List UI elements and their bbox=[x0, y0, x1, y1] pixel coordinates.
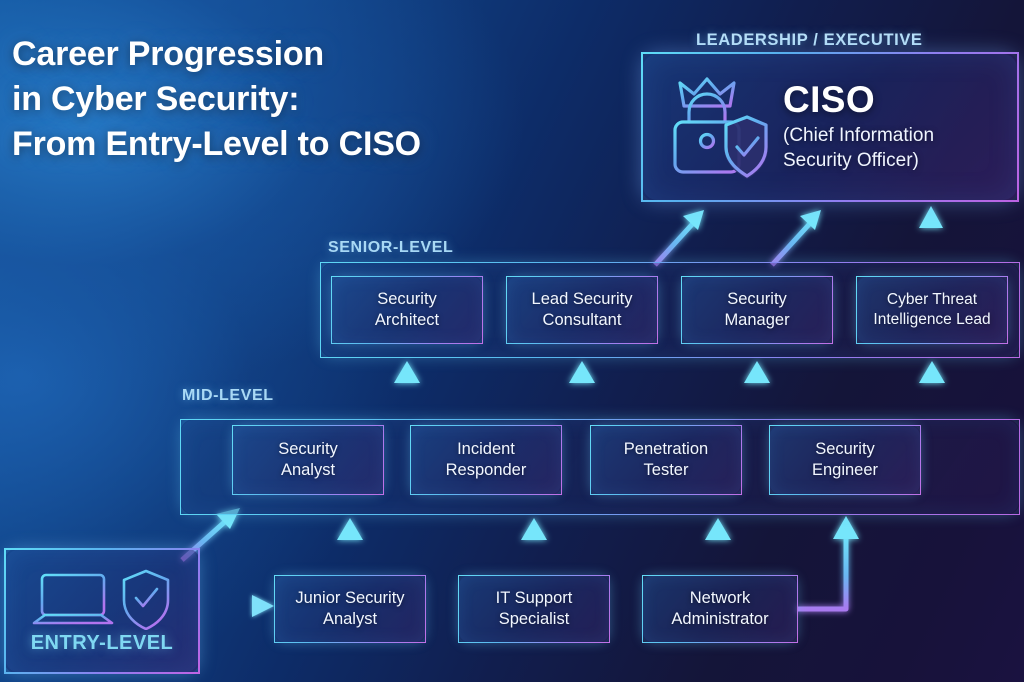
role-cyber-threat-intelligence-lead[interactable]: Cyber Threat Intelligence Lead bbox=[856, 276, 1008, 344]
role-junior-security-analyst[interactable]: Junior Security Analyst bbox=[274, 575, 426, 643]
role-incident-responder[interactable]: Incident Responder bbox=[410, 425, 562, 495]
role-line-1: Junior Security bbox=[295, 588, 405, 607]
mid-level-caption: MID-LEVEL bbox=[182, 387, 274, 404]
role-security-analyst[interactable]: Security Analyst bbox=[232, 425, 384, 495]
role-line-1: Security bbox=[377, 289, 437, 308]
role-line-1: Security bbox=[727, 289, 787, 308]
role-label: Network Administrator bbox=[671, 588, 768, 630]
role-security-architect[interactable]: Security Architect bbox=[331, 276, 483, 344]
role-line-1: Security bbox=[278, 439, 338, 458]
laptop-icon bbox=[32, 573, 114, 624]
title-line-2: in Cyber Security: bbox=[12, 79, 300, 118]
title-line-1: Career Progression bbox=[12, 35, 324, 73]
role-label: Cyber Threat Intelligence Lead bbox=[873, 290, 990, 330]
entry-level-label: ENTRY-LEVEL bbox=[30, 631, 174, 654]
title-line-3: From Entry-Level to CISO bbox=[12, 124, 421, 163]
role-line-2: Intelligence Lead bbox=[873, 311, 991, 328]
role-line-2: Administrator bbox=[671, 610, 769, 628]
role-label: Penetration Tester bbox=[624, 439, 708, 481]
role-it-support-specialist[interactable]: IT Support Specialist bbox=[458, 575, 610, 643]
ciso-subtitle-line-2: Security Officer) bbox=[783, 149, 919, 171]
role-line-2: Tester bbox=[643, 461, 689, 479]
role-security-engineer[interactable]: Security Engineer bbox=[769, 425, 921, 495]
senior-level-caption: SENIOR-LEVEL bbox=[328, 239, 454, 256]
role-network-administrator[interactable]: Network Administrator bbox=[642, 575, 798, 643]
page-title: Career Progression in Cyber Security: Fr… bbox=[12, 32, 612, 167]
role-label: Junior Security Analyst bbox=[295, 588, 404, 630]
role-line-1: Network bbox=[689, 588, 751, 607]
role-penetration-tester[interactable]: Penetration Tester bbox=[590, 425, 742, 495]
role-line-1: IT Support bbox=[495, 588, 573, 607]
role-line-2: Architect bbox=[374, 311, 440, 329]
role-security-manager[interactable]: Security Manager bbox=[681, 276, 833, 344]
role-label: Security Manager bbox=[724, 289, 789, 331]
role-line-2: Consultant bbox=[542, 311, 622, 329]
role-label: Security Analyst bbox=[278, 439, 338, 481]
ciso-title: CISO bbox=[783, 79, 876, 121]
role-line-1: Incident bbox=[457, 439, 515, 458]
role-label: Incident Responder bbox=[446, 439, 527, 481]
role-line-2: Engineer bbox=[811, 461, 879, 479]
role-lead-security-consultant[interactable]: Lead Security Consultant bbox=[506, 276, 658, 344]
crown-lock-shield-icon bbox=[673, 77, 768, 179]
role-line-1: Penetration bbox=[623, 439, 709, 458]
role-line-2: Analyst bbox=[280, 461, 336, 479]
entry-level-icon-group bbox=[32, 569, 170, 630]
role-line-2: Manager bbox=[724, 311, 790, 329]
role-label: IT Support Specialist bbox=[496, 588, 573, 630]
ciso-card[interactable]: CISO (Chief Information Security Officer… bbox=[641, 52, 1019, 202]
role-line-2: Specialist bbox=[498, 610, 570, 628]
role-label: Security Engineer bbox=[812, 439, 878, 481]
entry-level-card[interactable]: ENTRY-LEVEL bbox=[4, 548, 200, 674]
role-line-1: Lead Security bbox=[531, 289, 633, 308]
leadership-caption: LEADERSHIP / EXECUTIVE bbox=[696, 31, 923, 49]
ciso-subtitle: (Chief Information Security Officer) bbox=[783, 124, 1001, 173]
role-line-2: Responder bbox=[445, 461, 527, 479]
role-label: Security Architect bbox=[375, 289, 439, 331]
role-line-2: Analyst bbox=[322, 610, 378, 628]
shield-check-icon bbox=[122, 569, 170, 630]
ciso-subtitle-line-1: (Chief Information bbox=[783, 125, 935, 147]
role-line-1: Security bbox=[815, 439, 875, 458]
role-line-1: Cyber Threat bbox=[886, 291, 978, 309]
role-label: Lead Security Consultant bbox=[532, 289, 633, 331]
ciso-text-block: CISO (Chief Information Security Officer… bbox=[783, 81, 1001, 173]
